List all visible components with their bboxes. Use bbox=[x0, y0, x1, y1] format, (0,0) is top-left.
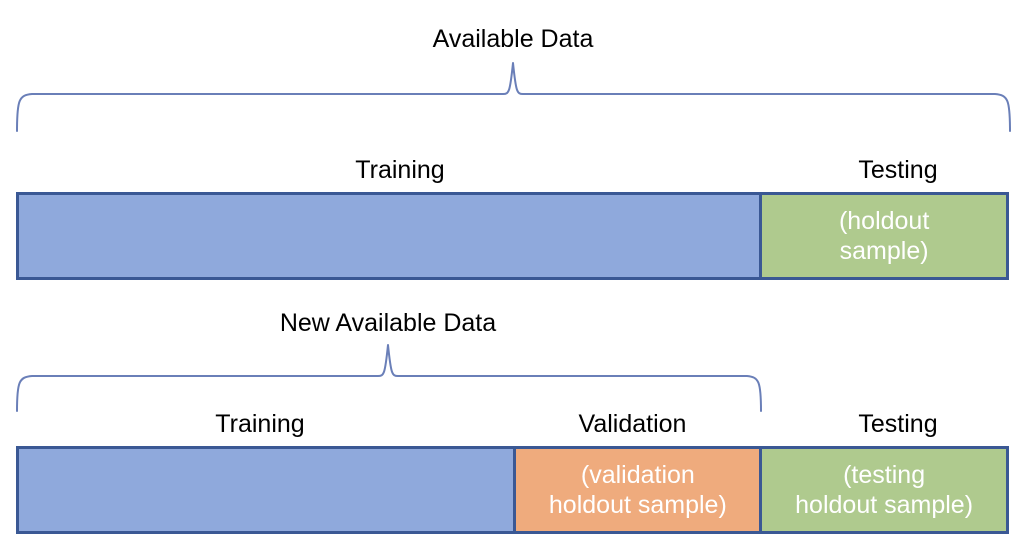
bar-segment-row1-testing: (holdout sample) bbox=[759, 195, 1006, 277]
bracket-available-data bbox=[16, 62, 1011, 132]
segment-label-row1-testing: Testing bbox=[858, 156, 938, 184]
bracket-label-available-data: Available Data bbox=[432, 25, 594, 53]
bar-segment-row2-training bbox=[19, 449, 514, 531]
bar-segment-row1-training bbox=[19, 195, 760, 277]
bracket-label-new-available-data: New Available Data bbox=[279, 309, 497, 337]
bar-segment-row2-validation: (validation holdout sample) bbox=[513, 449, 760, 531]
bar-segment-row1-testing-text: (holdout sample) bbox=[838, 206, 930, 266]
segment-label-row2-training: Training bbox=[215, 410, 305, 438]
bar-segment-row2-testing-text: (testing holdout sample) bbox=[795, 460, 974, 520]
segment-label-row1-training: Training bbox=[355, 156, 445, 184]
bar-segment-row2-testing: (testing holdout sample) bbox=[759, 449, 1006, 531]
segment-label-row2-validation: Validation bbox=[578, 410, 687, 438]
bar-segment-row2-validation-text: (validation holdout sample) bbox=[548, 460, 727, 520]
bracket-new-available-data bbox=[16, 344, 762, 412]
segment-label-row2-testing: Testing bbox=[858, 410, 938, 438]
bar-row1: (holdout sample) bbox=[16, 192, 1009, 280]
bar-row2: (validation holdout sample) (testing hol… bbox=[16, 446, 1009, 534]
